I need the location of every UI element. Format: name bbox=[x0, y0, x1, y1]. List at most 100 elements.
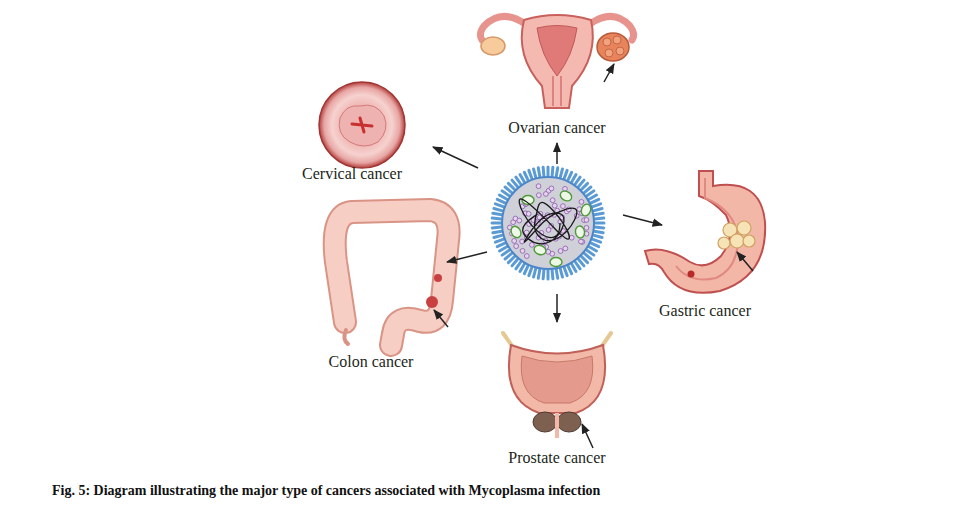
membrane-lipid bbox=[594, 231, 603, 233]
membrane-lipid bbox=[556, 168, 558, 177]
membrane-lipid bbox=[520, 175, 525, 183]
arrow bbox=[582, 424, 593, 448]
membrane-lipid bbox=[529, 170, 532, 178]
cervix-disc bbox=[319, 82, 405, 168]
colon-outline bbox=[335, 210, 449, 345]
membrane-lipid bbox=[493, 231, 502, 233]
arrow bbox=[623, 215, 662, 225]
membrane-lipid bbox=[497, 243, 505, 247]
membrane-lipid bbox=[572, 264, 577, 272]
arrow bbox=[737, 252, 753, 271]
ribosome bbox=[526, 211, 531, 216]
ribosome bbox=[546, 249, 551, 254]
membrane-lipid bbox=[497, 199, 505, 203]
arrows bbox=[433, 64, 753, 448]
urethra bbox=[555, 413, 559, 438]
ovary-tumor bbox=[597, 33, 629, 61]
cancer-figure: Colon cancer bbox=[301, 200, 441, 371]
membrane-lipid bbox=[495, 239, 503, 242]
tumor-nodule bbox=[718, 237, 730, 249]
ribosome bbox=[584, 218, 589, 223]
membrane-lipid bbox=[564, 267, 567, 275]
ribosome bbox=[569, 235, 574, 240]
tumor-nodule bbox=[426, 296, 438, 308]
arrow bbox=[556, 143, 558, 164]
membrane-lipid bbox=[502, 250, 509, 255]
ribosome bbox=[558, 249, 563, 254]
uterus-body bbox=[522, 15, 593, 108]
colon-tube bbox=[335, 210, 449, 345]
membrane-lipid bbox=[551, 167, 555, 176]
membrane-lipid bbox=[560, 169, 562, 178]
membrane-lipid bbox=[568, 172, 572, 180]
uterine-cavity bbox=[537, 26, 577, 77]
membrane-lipid bbox=[538, 269, 540, 278]
prostate-figure bbox=[503, 333, 611, 438]
stomach-ulcer bbox=[688, 271, 695, 278]
cancer-figure: Ovarian cancer bbox=[465, 5, 649, 137]
membrane-lipid bbox=[529, 267, 532, 275]
tumor-nodule bbox=[730, 234, 744, 248]
prostate-lobe bbox=[533, 412, 557, 432]
prostate-lobe bbox=[557, 412, 581, 432]
arrow bbox=[604, 64, 614, 82]
membrane-lipid bbox=[538, 168, 540, 177]
membrane-lipid bbox=[564, 170, 567, 178]
appendix bbox=[344, 330, 348, 344]
cervix-os bbox=[352, 118, 372, 132]
membrane-lipid bbox=[594, 213, 603, 215]
ribosome bbox=[543, 192, 548, 197]
ribosome bbox=[520, 248, 525, 253]
organ-label: Cervical cancer bbox=[302, 165, 402, 183]
membrane-lipid bbox=[551, 270, 555, 279]
cervix-figure bbox=[319, 82, 405, 168]
arrow bbox=[447, 252, 487, 262]
membrane-lipid bbox=[595, 226, 604, 230]
membrane-lipid bbox=[591, 243, 599, 247]
mycoplasma-cell bbox=[492, 167, 604, 279]
ribosome bbox=[563, 246, 568, 251]
vesicle bbox=[509, 225, 523, 240]
vesicle bbox=[559, 189, 574, 203]
membrane-lipid bbox=[592, 239, 600, 242]
membrane-lipid bbox=[534, 268, 536, 277]
membrane-lipid bbox=[595, 217, 604, 221]
membrane-lipid bbox=[524, 266, 528, 274]
cancer-figure: Prostate cancer bbox=[492, 330, 622, 467]
ovary bbox=[481, 37, 505, 55]
uterus-figure bbox=[480, 15, 633, 108]
membrane-lipid bbox=[492, 226, 501, 230]
vesicle bbox=[550, 258, 562, 267]
bladder-lining bbox=[521, 356, 593, 403]
ribosome bbox=[517, 218, 522, 223]
ureter bbox=[503, 333, 611, 346]
membrane-lipid bbox=[534, 169, 536, 178]
membrane-lipid bbox=[542, 167, 546, 176]
tumor-nodule bbox=[737, 221, 751, 235]
membrane-lipid bbox=[494, 209, 503, 211]
ribosome bbox=[552, 203, 557, 208]
membrane-lipid bbox=[572, 175, 577, 183]
arrow bbox=[434, 310, 448, 327]
ribosome bbox=[536, 193, 541, 198]
ribosome bbox=[512, 239, 517, 244]
membrane-lipid bbox=[593, 235, 602, 237]
membrane-lipid bbox=[500, 195, 508, 200]
arrow bbox=[556, 294, 558, 322]
membrane-lipid bbox=[492, 217, 501, 221]
cervix-lesion bbox=[339, 105, 386, 146]
membrane-lipid bbox=[575, 262, 580, 269]
membrane-lipid bbox=[589, 195, 597, 200]
cancer-figure: Cervical cancer bbox=[282, 80, 422, 183]
membrane-lipid bbox=[495, 204, 503, 207]
arrow bbox=[433, 147, 478, 168]
stomach-figure bbox=[645, 171, 765, 293]
membrane-lipid bbox=[592, 204, 600, 207]
tumor-nodule bbox=[613, 36, 621, 44]
tumor-nodule bbox=[743, 235, 755, 247]
ribosome bbox=[561, 204, 566, 209]
membrane-lipid bbox=[520, 264, 525, 272]
ribosome bbox=[529, 242, 534, 247]
